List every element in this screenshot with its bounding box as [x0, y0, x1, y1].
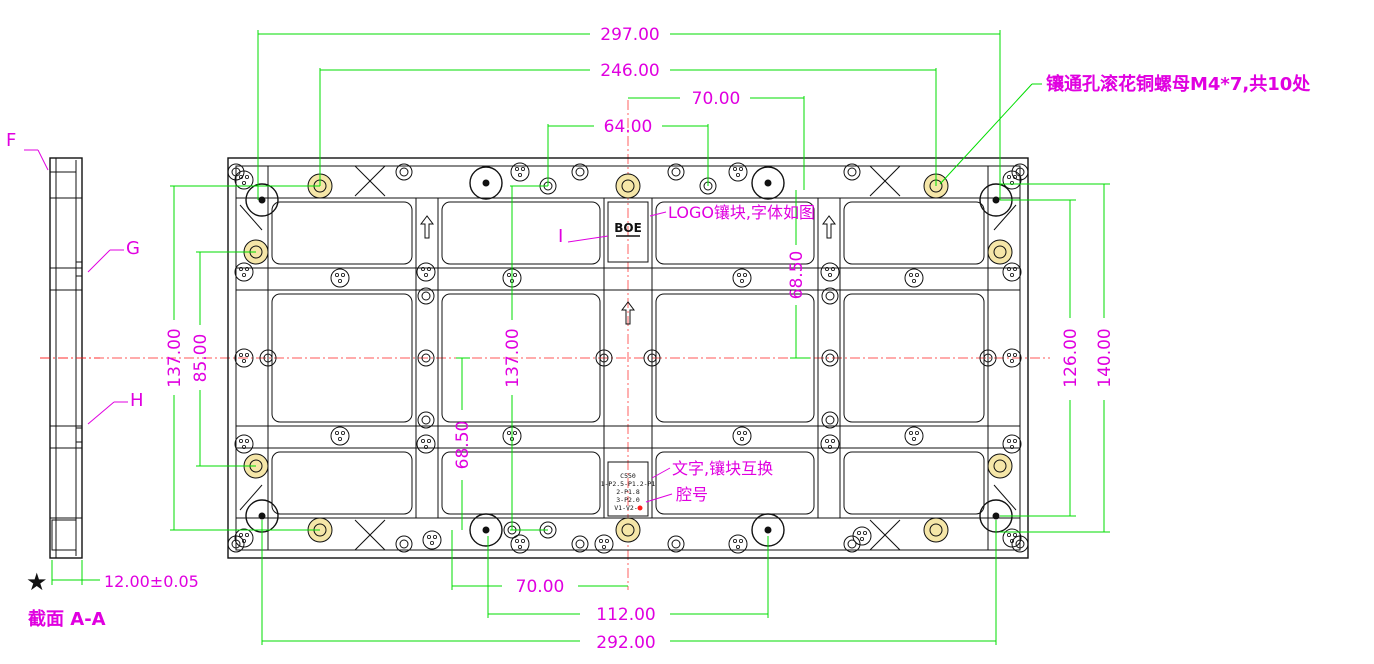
plate-line-5: V1-V2- [614, 504, 637, 512]
dim-140: 140.00 [1095, 328, 1115, 387]
magnet-boss [416, 434, 436, 454]
dim-70-top: 70.00 [692, 89, 741, 109]
plate-line-2: 1-P2.5-P1.2-P1 [601, 480, 656, 488]
star-icon: ★ [26, 568, 48, 596]
dim-246: 246.00 [600, 61, 659, 81]
magnet-boss [852, 526, 872, 546]
knurled-nut [987, 453, 1013, 479]
knurled-nut [615, 517, 641, 543]
screw-boss [843, 535, 861, 553]
label-H: H [130, 390, 144, 411]
label-I: I [558, 226, 563, 247]
magnet-boss [234, 348, 254, 368]
screw-boss [571, 535, 589, 553]
magnet-boss [1002, 528, 1022, 548]
magnet-boss [728, 534, 748, 554]
label-F: F [6, 130, 16, 151]
locating-hole [245, 183, 279, 217]
screw-boss [595, 349, 613, 367]
screw-boss [571, 163, 589, 181]
screw-boss [417, 411, 435, 429]
magnet-boss [1002, 434, 1022, 454]
plate-line-1: C550 [620, 472, 636, 480]
magnet-boss [234, 170, 254, 190]
magnet-boss [594, 534, 614, 554]
magnet-boss [732, 426, 752, 446]
screw-boss [843, 163, 861, 181]
dim-137-center: 137.00 [503, 328, 523, 387]
screw-boss [643, 349, 661, 367]
section-title: 截面 A-A [28, 608, 106, 630]
label-G: G [126, 238, 140, 259]
magnet-boss [1002, 348, 1022, 368]
magnet-boss [422, 530, 442, 550]
knurled-nut [615, 173, 641, 199]
dim-68-bottom: 68.50 [453, 421, 473, 470]
screw-boss [1011, 535, 1029, 553]
screw-boss [979, 349, 997, 367]
magnet-boss [510, 534, 530, 554]
dim-85: 85.00 [191, 334, 211, 383]
locating-hole [751, 166, 785, 200]
logo-callout: LOGO镶块,字体如图 [668, 203, 815, 222]
magnet-boss [330, 268, 350, 288]
screw-boss [227, 163, 245, 181]
text-callout: 文字,镶块互换 [672, 459, 773, 478]
screw-boss [667, 163, 685, 181]
magnet-boss [330, 426, 350, 446]
screw-boss [395, 163, 413, 181]
screw-boss [1011, 163, 1029, 181]
dim-297: 297.00 [600, 25, 659, 45]
dim-70-bottom: 70.00 [516, 577, 565, 597]
magnet-boss [732, 268, 752, 288]
section-view [40, 157, 100, 559]
dim-64: 64.00 [604, 117, 653, 137]
nut-callout: 镶通孔滚花铜螺母M4*7,共10处 [1046, 73, 1311, 95]
dim-137-left: 137.00 [165, 328, 185, 387]
magnet-boss [510, 162, 530, 182]
dimension-lines [51, 30, 1110, 645]
locating-hole [469, 166, 503, 200]
dim-68-top: 68.50 [787, 251, 807, 300]
screw-boss [821, 411, 839, 429]
screw-boss [259, 349, 277, 367]
screw-boss [821, 349, 839, 367]
screw-boss [395, 535, 413, 553]
dim-292: 292.00 [596, 633, 655, 653]
dim-thickness: 12.00±0.05 [104, 572, 199, 591]
magnet-boss [1002, 170, 1022, 190]
screw-boss [227, 535, 245, 553]
magnet-boss [904, 268, 924, 288]
magnet-boss [1002, 262, 1022, 282]
logo-text: BOE [614, 221, 642, 235]
dim-112: 112.00 [596, 605, 655, 625]
magnet-boss [416, 262, 436, 282]
screw-boss [417, 349, 435, 367]
screw-boss [667, 535, 685, 553]
magnet-boss [234, 262, 254, 282]
magnet-boss [728, 162, 748, 182]
module-outline [227, 157, 1029, 559]
cavity-plate-text: C550 1-P2.5-P1.2-P1 2-P1.8 3-P2.0 V1-V2- [601, 472, 656, 512]
callout-leaders [24, 149, 673, 503]
magnet-boss [820, 434, 840, 454]
magnet-boss [904, 426, 924, 446]
plate-line-3: 2-P1.8 [616, 488, 640, 496]
locating-hole [469, 513, 503, 547]
magnet-boss [234, 528, 254, 548]
magnet-boss [820, 262, 840, 282]
knurled-nut [923, 517, 949, 543]
screw-boss [821, 287, 839, 305]
magnet-boss [234, 434, 254, 454]
plate-line-4: 3-P2.0 [616, 496, 640, 504]
screw-boss [417, 287, 435, 305]
dim-126: 126.00 [1061, 328, 1081, 387]
cavity-callout: 腔号 [676, 485, 708, 504]
knurled-nut [987, 239, 1013, 265]
